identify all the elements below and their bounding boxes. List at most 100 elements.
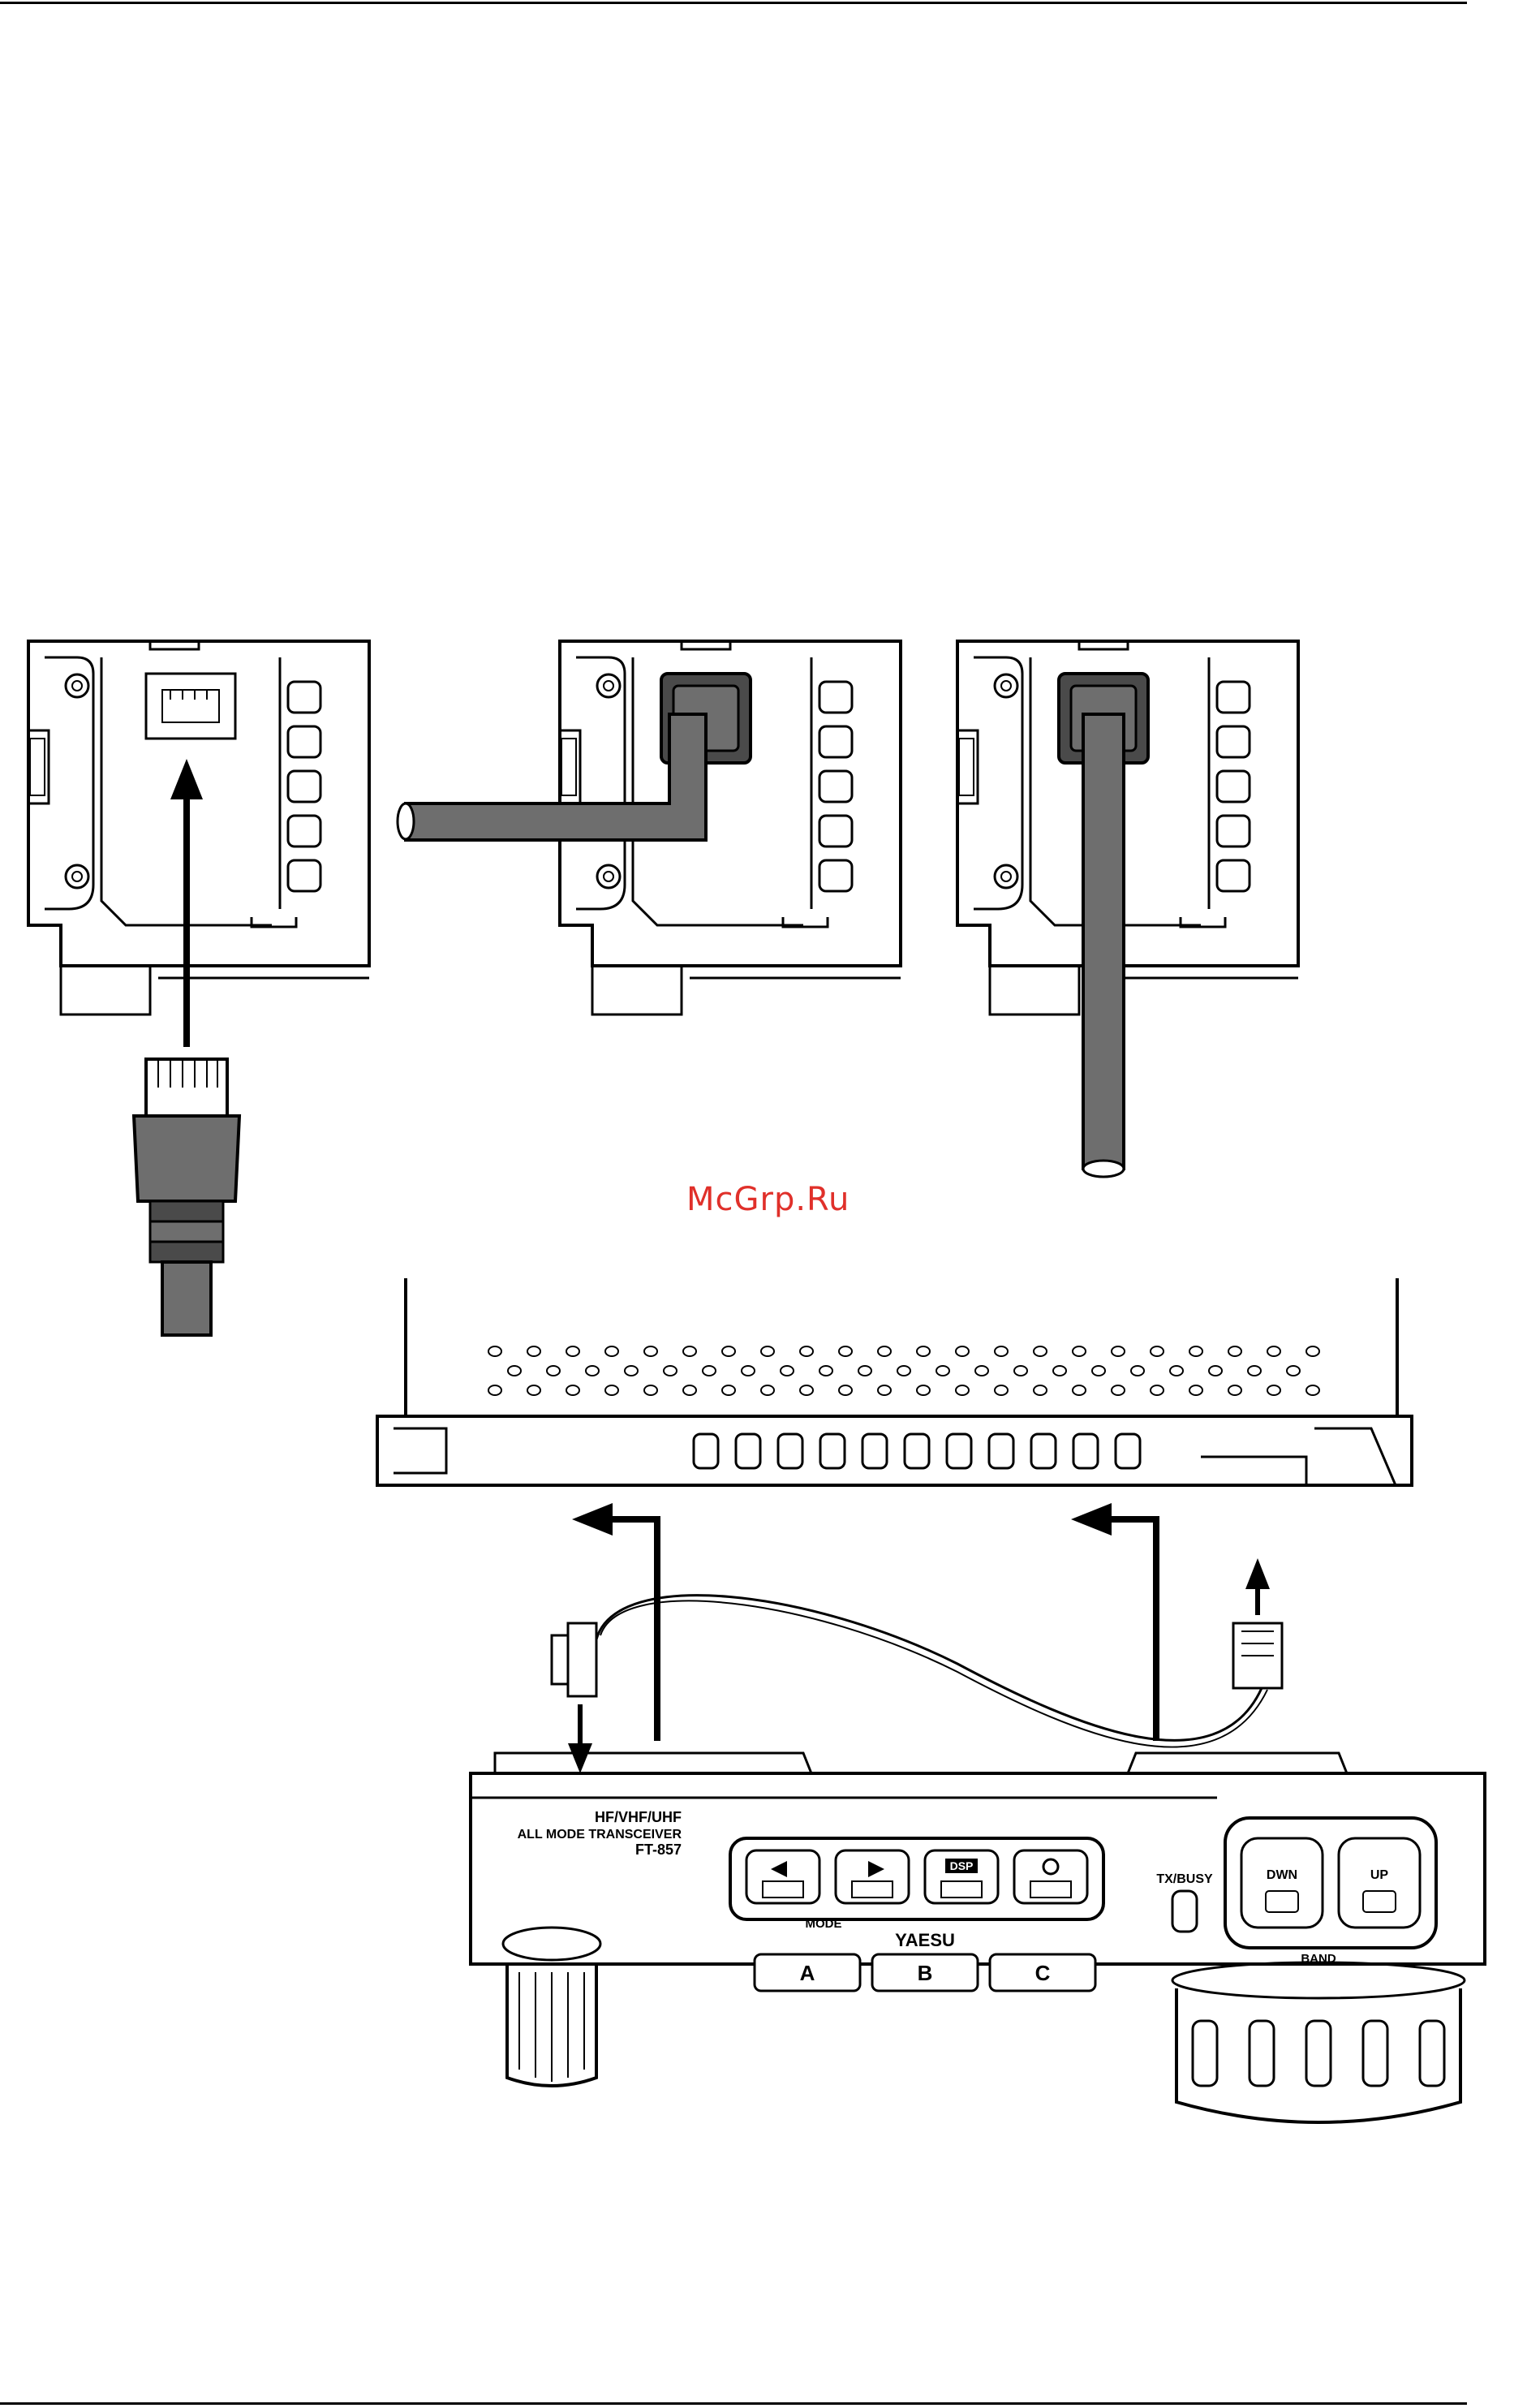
txbusy-label: TX/BUSY: [1156, 1872, 1213, 1886]
model-line-2: ALL MODE TRANSCEIVER: [518, 1828, 682, 1842]
vent-hole: [683, 1346, 696, 1356]
vent-hole: [547, 1366, 560, 1376]
insert-arrow: [170, 759, 203, 1047]
vent-hole: [995, 1385, 1008, 1395]
front-slot: [736, 1434, 760, 1468]
vent-hole: [488, 1385, 501, 1395]
vent-hole: [1151, 1385, 1164, 1395]
vent-hole: [917, 1346, 930, 1356]
vent-hole: [1267, 1346, 1280, 1356]
front-slot: [947, 1434, 971, 1468]
vent-hole: [566, 1346, 579, 1356]
front-panel: HF/VHF/UHF ALL MODE TRANSCEIVER FT-857 D…: [471, 1753, 1485, 2122]
mount-arrow-right: [1071, 1503, 1156, 1741]
vent-hole: [839, 1385, 852, 1395]
key-a-label: A: [800, 1961, 815, 1985]
vent-hole: [761, 1346, 774, 1356]
key-b-label: B: [918, 1961, 933, 1985]
mode-label: MODE: [806, 1917, 842, 1931]
connector-up-arrow: [1245, 1558, 1270, 1615]
key-a[interactable]: A: [755, 1954, 860, 1991]
vent-hole: [1209, 1366, 1222, 1376]
txbusy-indicator: [1172, 1891, 1197, 1932]
vent-hole: [566, 1385, 579, 1395]
up-button[interactable]: UP: [1339, 1838, 1420, 1928]
vent-hole: [1228, 1385, 1241, 1395]
vent-hole: [683, 1385, 696, 1395]
vent-hole: [995, 1346, 1008, 1356]
vent-hole: [586, 1366, 599, 1376]
vent-hole: [1306, 1385, 1319, 1395]
front-slot: [1031, 1434, 1056, 1468]
vent-hole: [527, 1346, 540, 1356]
dwn-label: DWN: [1267, 1868, 1297, 1882]
up-label: UP: [1370, 1868, 1389, 1882]
model-line-3: FT-857: [635, 1842, 682, 1858]
vent-hole: [858, 1366, 871, 1376]
vent-hole: [1034, 1346, 1047, 1356]
vent-hole: [703, 1366, 716, 1376]
vent-hole: [1034, 1385, 1047, 1395]
vent-hole: [1189, 1385, 1202, 1395]
vent-hole: [605, 1346, 618, 1356]
vent-hole: [1112, 1385, 1125, 1395]
front-slot: [989, 1434, 1013, 1468]
vent-hole: [839, 1346, 852, 1356]
front-slot: [820, 1434, 845, 1468]
watermark: McGrp.Ru: [686, 1181, 850, 1218]
left-button[interactable]: [746, 1850, 819, 1903]
rear-jack-panel-2: [398, 641, 901, 1014]
vent-hole: [781, 1366, 794, 1376]
vent-hole: [956, 1346, 969, 1356]
vent-hole: [800, 1385, 813, 1395]
key-b[interactable]: B: [872, 1954, 978, 1991]
left-knob[interactable]: [503, 1928, 600, 2086]
vent-hole: [644, 1385, 657, 1395]
front-slot: [1116, 1434, 1140, 1468]
vent-hole: [1053, 1366, 1066, 1376]
vent-hole: [488, 1346, 501, 1356]
vent-hole: [1073, 1385, 1086, 1395]
front-slot: [1073, 1434, 1098, 1468]
vent-hole: [917, 1385, 930, 1395]
vent-hole: [722, 1346, 735, 1356]
vent-hole: [644, 1346, 657, 1356]
front-slots: [694, 1434, 1140, 1468]
vent-holes: [488, 1346, 1319, 1395]
modular-plug: [134, 1059, 239, 1335]
vent-hole: [975, 1366, 988, 1376]
vent-hole: [664, 1366, 677, 1376]
dsp-button[interactable]: DSP: [925, 1850, 998, 1903]
vent-hole: [878, 1385, 891, 1395]
vent-hole: [878, 1346, 891, 1356]
right-button[interactable]: [836, 1850, 909, 1903]
vent-hole: [1151, 1346, 1164, 1356]
vent-hole: [1228, 1346, 1241, 1356]
vent-hole: [936, 1366, 949, 1376]
vent-hole: [1267, 1385, 1280, 1395]
main-dial[interactable]: [1172, 1962, 1465, 2122]
vent-hole: [800, 1346, 813, 1356]
vent-hole: [1248, 1366, 1261, 1376]
vent-hole: [819, 1366, 832, 1376]
vent-hole: [1092, 1366, 1105, 1376]
vent-hole: [956, 1385, 969, 1395]
key-c-label: C: [1035, 1961, 1051, 1985]
connection-cable: [552, 1596, 1282, 1747]
vent-hole: [897, 1366, 910, 1376]
front-slot: [778, 1434, 802, 1468]
vent-hole: [1014, 1366, 1027, 1376]
front-slot: [905, 1434, 929, 1468]
vent-hole: [527, 1385, 540, 1395]
vent-hole: [722, 1385, 735, 1395]
rear-jack-panel-3: [957, 641, 1298, 1177]
vent-hole: [1306, 1346, 1319, 1356]
key-c[interactable]: C: [990, 1954, 1095, 1991]
dsp-label: DSP: [950, 1859, 974, 1872]
vent-hole: [1112, 1346, 1125, 1356]
model-line-1: HF/VHF/UHF: [595, 1809, 682, 1825]
dwn-button[interactable]: DWN: [1241, 1838, 1323, 1928]
vent-hole: [625, 1366, 638, 1376]
power-button[interactable]: [1014, 1850, 1087, 1903]
connector-down-arrow: [568, 1704, 592, 1773]
